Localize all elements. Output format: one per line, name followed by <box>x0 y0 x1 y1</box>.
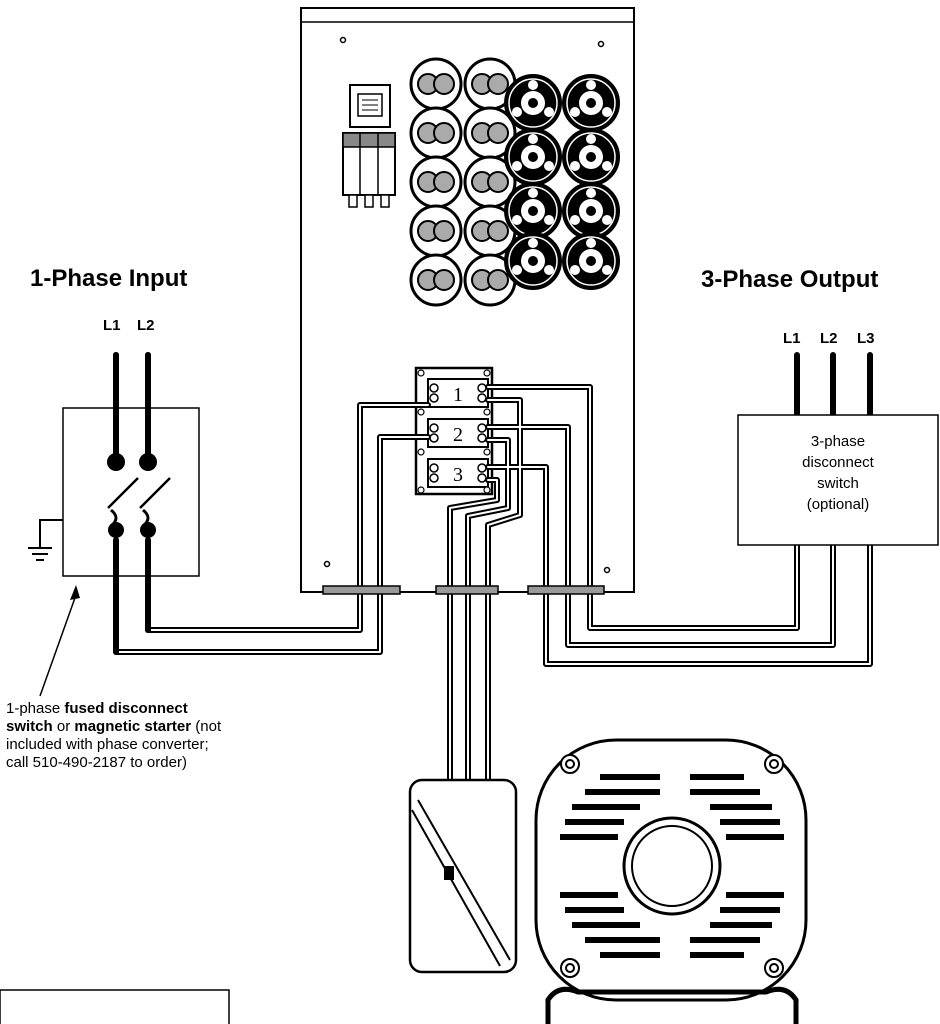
motor <box>408 738 808 1024</box>
start-capacitors <box>504 74 620 290</box>
note-suffix: (not included with phase converter; call… <box>6 718 222 771</box>
contactor-relay <box>342 84 396 208</box>
start-capacitor <box>504 74 562 132</box>
note-bold-2: magnetic starter <box>74 718 192 735</box>
run-capacitor <box>463 57 517 111</box>
note-prefix: 1-phase <box>6 700 65 717</box>
cable-grommets <box>322 585 605 595</box>
switch-label-line-4: (optional) <box>807 496 870 513</box>
fused-disconnect-switch <box>28 352 200 655</box>
run-capacitor <box>409 155 463 209</box>
terminal-label-2: 2 <box>453 424 463 446</box>
output-title: 3-Phase Output <box>701 266 878 293</box>
run-capacitors <box>409 57 517 307</box>
terminal-label-1: 1 <box>453 384 463 406</box>
note-arrow <box>39 585 80 697</box>
run-capacitor <box>463 106 517 160</box>
note-mid: or <box>52 718 75 735</box>
start-capacitor <box>504 232 562 290</box>
legend-box <box>0 989 230 1024</box>
output-line-l2: L2 <box>820 330 838 347</box>
run-capacitor <box>463 155 517 209</box>
run-capacitor <box>409 106 463 160</box>
start-capacitor <box>562 232 620 290</box>
switch-label-line-1: 3-phase <box>811 433 865 450</box>
three-phase-disconnect-switch: 3-phase disconnect switch (optional) <box>737 414 939 546</box>
output-line-l1: L1 <box>783 330 801 347</box>
terminal-block: 1 2 3 <box>414 366 494 496</box>
input-line-l1: L1 <box>103 317 121 334</box>
input-line-l2: L2 <box>137 317 155 334</box>
phase-converter-cabinet: 1 2 3 <box>300 7 635 593</box>
run-capacitor <box>409 204 463 258</box>
start-capacitor <box>504 128 562 186</box>
switch-label-line-3: switch <box>817 475 859 492</box>
start-capacitor <box>562 74 620 132</box>
terminal-label-3: 3 <box>453 464 463 486</box>
start-capacitor <box>504 182 562 240</box>
start-capacitor <box>562 128 620 186</box>
note-bold-1: fused disconnect switch <box>6 700 188 735</box>
switch-note: 1-phase fused disconnect switch or magne… <box>6 700 231 772</box>
ground-symbol <box>28 519 63 561</box>
output-line-l3: L3 <box>857 330 875 347</box>
start-capacitor <box>562 182 620 240</box>
run-capacitor <box>409 57 463 111</box>
motor-junction-box <box>408 778 518 974</box>
input-title: 1-Phase Input <box>30 265 187 292</box>
switch-label-line-2: disconnect <box>802 454 875 471</box>
run-capacitor <box>409 253 463 307</box>
